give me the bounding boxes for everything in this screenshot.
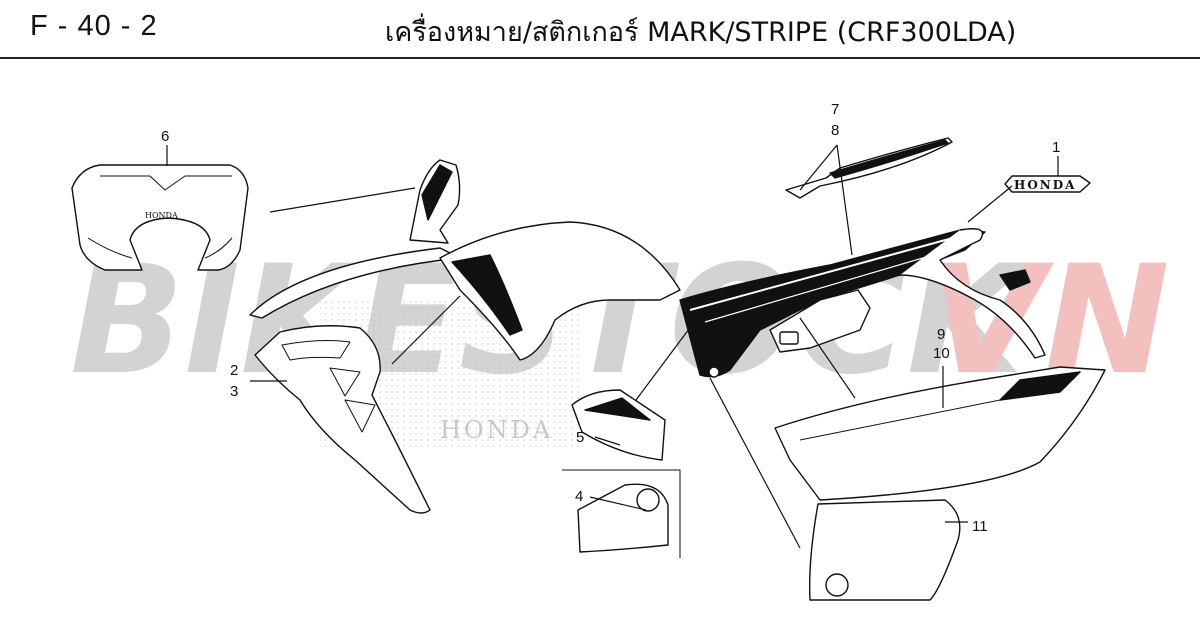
side-cover-sticker-upper [774, 366, 1106, 501]
tank-stripe-sticker [785, 137, 953, 199]
callout-3: 3 [230, 383, 238, 400]
shroud-sticker-large [254, 325, 431, 514]
rear-frame [899, 228, 1046, 359]
page-header: F - 40 - 2 เครื่องหมาย/สติกเกอร์ MARK/ST… [0, 0, 1200, 59]
front-plate-sticker [71, 164, 249, 271]
callout-11: 11 [972, 518, 988, 535]
page-code: F - 40 - 2 [30, 10, 158, 42]
honda-emblem-sticker [1004, 175, 1091, 193]
honda-emblem-text: HONDA [1014, 178, 1076, 192]
small-sticker-5 [571, 389, 666, 461]
airbox [769, 289, 871, 353]
callout-6: 6 [161, 128, 169, 145]
callout-4: 4 [575, 488, 583, 505]
radiator-shroud-upper [409, 159, 461, 244]
callout-1: 1 [1052, 139, 1060, 156]
callout-10: 10 [933, 345, 950, 362]
callout-9: 9 [937, 326, 945, 343]
page-title: เครื่องหมาย/สติกเกอร์ MARK/STRIPE (CRF30… [385, 17, 1017, 48]
honda-visor-text: HONDA [145, 211, 178, 220]
callout-8: 8 [831, 122, 839, 139]
sticker-4-inset [562, 469, 681, 558]
tank-shroud [439, 221, 681, 361]
callout-2: 2 [230, 362, 238, 379]
callouts: 1 2 3 4 5 6 7 8 9 10 11 [161, 101, 1060, 535]
callout-7: 7 [831, 101, 839, 118]
leader-lines [166, 144, 1059, 549]
callout-5: 5 [576, 429, 584, 446]
header-divider [0, 57, 1200, 59]
tail-mark [999, 269, 1031, 291]
honda-faded-text: HONDA [440, 416, 553, 444]
side-cover-sticker-lower [808, 499, 961, 601]
